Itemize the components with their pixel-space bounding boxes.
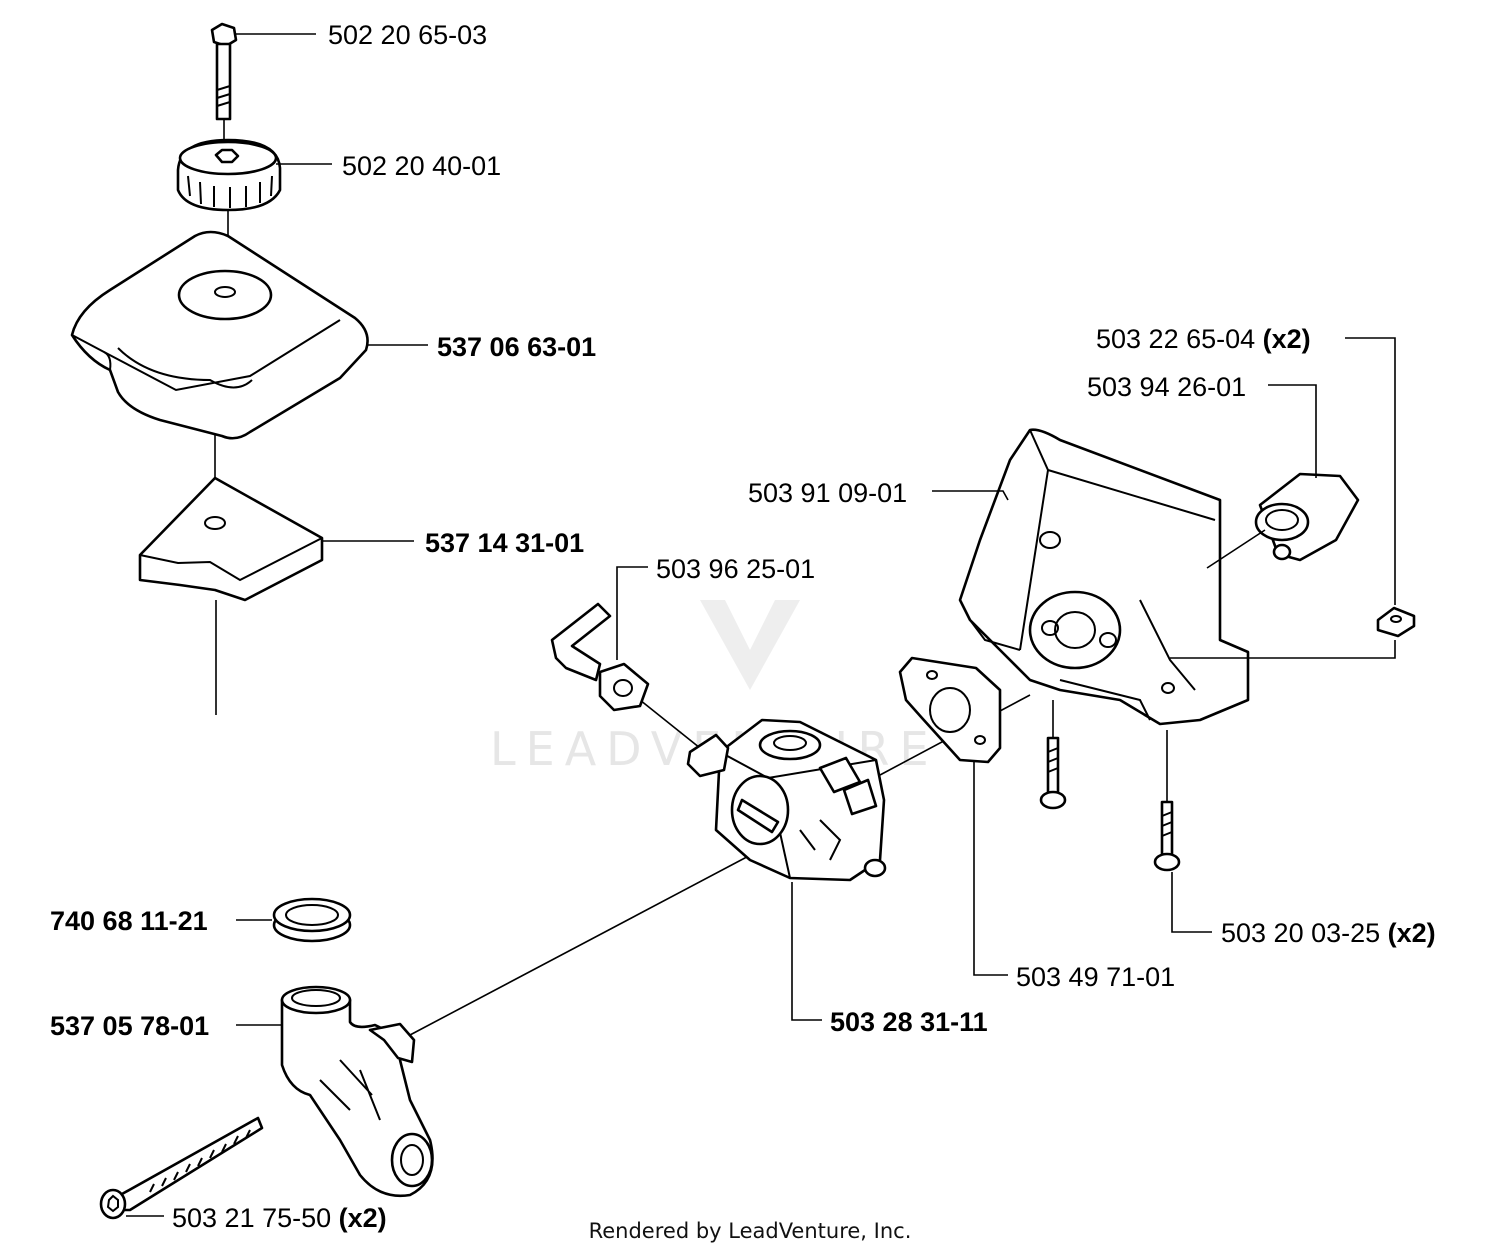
bracket-503-91-09-01 [958, 428, 1250, 726]
part-label-740-68-11-21[interactable]: 740 68 11-21 [50, 906, 208, 936]
qty-badge: (x2) [1263, 324, 1311, 354]
part-label-502-20-65-03[interactable]: 502 20 65-03 [328, 20, 487, 50]
qty-badge: (x2) [339, 1203, 387, 1233]
screw-503-20-03-25 [1153, 800, 1181, 872]
part-label-503-96-25-01[interactable]: 503 96 25-01 [656, 554, 815, 584]
part-label-503-94-26-01[interactable]: 503 94 26-01 [1087, 372, 1246, 402]
bolt-502-20-65-03 [210, 22, 238, 121]
part-label-502-20-40-01[interactable]: 502 20 40-01 [342, 151, 501, 181]
part-label-503-21-75-50[interactable]: 503 21 75-50 (x2) [172, 1203, 387, 1233]
knob-502-20-40-01 [176, 138, 282, 212]
sleeve-503-94-26-01 [1254, 472, 1360, 562]
seal-740-68-11-21 [272, 897, 352, 943]
part-label-537-14-31-01[interactable]: 537 14 31-01 [425, 528, 584, 558]
carburetor-503-28-31-11 [686, 718, 887, 882]
part-label-503-28-31-11[interactable]: 503 28 31-11 [830, 1007, 988, 1037]
part-label-503-20-03-25[interactable]: 503 20 03-25 (x2) [1221, 918, 1436, 948]
part-label-503-91-09-01[interactable]: 503 91 09-01 [748, 478, 907, 508]
part-label-503-49-71-01[interactable]: 503 49 71-01 [1016, 962, 1175, 992]
part-label-537-06-63-01[interactable]: 537 06 63-01 [437, 332, 596, 362]
intake-elbow-537-05-78-01 [280, 985, 434, 1198]
footer-credit: Rendered by LeadVenture, Inc. [589, 1219, 912, 1243]
nut-503-22-65-04 [1376, 606, 1416, 638]
gasket-503-49-71-01 [898, 656, 1002, 764]
part-label-537-05-78-01[interactable]: 537 05 78-01 [50, 1011, 209, 1041]
long-bolt-503-21-75-50 [99, 1116, 264, 1220]
part-label-503-22-65-04[interactable]: 503 22 65-04 (x2) [1096, 324, 1311, 354]
watermark-logo-icon [700, 600, 800, 690]
throttle-link-503-96-25-01 [550, 602, 650, 712]
screw-left [1039, 736, 1067, 810]
qty-badge: (x2) [1388, 918, 1436, 948]
air-filter-cover-537-06-63-01 [70, 230, 369, 440]
filter-537-14-31-01 [138, 476, 324, 602]
